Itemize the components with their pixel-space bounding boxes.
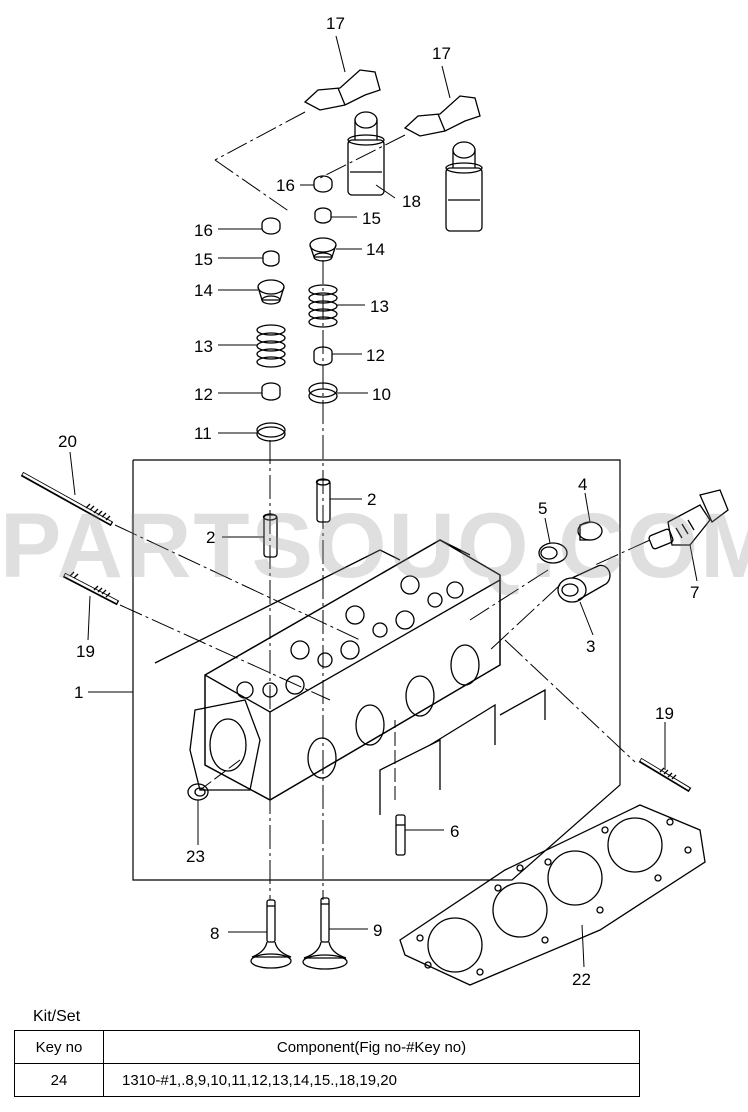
callout-17a: 17 [326,14,345,33]
callout-15b: 15 [362,209,381,228]
callout-13a: 13 [194,337,213,356]
kit-table: Key no Component(Fig no-#Key no) 24 1310… [14,1030,640,1097]
callout-2a: 2 [206,528,215,547]
callout-14a: 14 [194,281,213,300]
valve-stack-left [256,217,286,558]
callout-4: 4 [578,475,587,494]
plug-4 [577,521,603,541]
kit-table-header: Key no Component(Fig no-#Key no) [14,1030,640,1064]
callout-14b: 14 [366,240,385,259]
callout-9: 9 [373,921,382,940]
part-3 [557,564,611,603]
callout-20: 20 [58,432,77,451]
cell-component: 1310-#1,.8,9,10,11,12,13,14,15.,18,19,20 [103,1063,640,1097]
callout-leaders [69,35,698,968]
head-frame [132,459,621,881]
callout-19b: 19 [655,704,674,723]
lifter-18b [445,141,483,232]
dowel-6 [395,814,406,856]
callout-10: 10 [372,385,391,404]
callout-7: 7 [690,583,699,602]
valve-stack-right [308,175,338,523]
callout-23: 23 [186,847,205,866]
callout-17b: 17 [432,44,451,63]
kit-title: Kit/Set [33,1008,81,1025]
callout-1: 1 [74,683,83,702]
callout-12a: 12 [194,385,213,404]
cylinder-head [154,539,546,815]
valve-8 [250,899,292,969]
callout-5: 5 [538,499,547,518]
head-gasket-22 [399,804,706,986]
stud-19a [62,571,120,606]
callout-2b: 2 [367,490,376,509]
sensor-7 [648,489,729,550]
callout-8: 8 [210,924,219,943]
callout-3: 3 [586,637,595,656]
callout-16b: 16 [194,221,213,240]
callout-labels: 17 17 16 16 18 15 15 14 14 13 13 12 12 1… [58,14,699,989]
stud-20 [20,471,114,527]
callout-12b: 12 [366,346,385,365]
cell-key-no: 24 [14,1063,104,1097]
exploded-parts-diagram: 17 17 16 16 18 15 15 14 14 13 13 12 12 1… [20,14,729,989]
stud-19b [638,757,692,793]
callout-19a: 19 [76,642,95,661]
header-component: Component(Fig no-#Key no) [103,1030,640,1064]
callout-18: 18 [402,192,421,211]
valve-9 [302,897,348,970]
seal-5 [538,542,568,564]
leader-lines [114,111,651,900]
callout-6: 6 [450,822,459,841]
rocker-arm-17b [403,95,481,137]
plug-23 [187,783,209,801]
rocker-arm-17a [303,69,381,111]
callout-13b: 13 [370,297,389,316]
callout-16a: 16 [276,176,295,195]
table-row: 24 1310-#1,.8,9,10,11,12,13,14,15.,18,19… [14,1063,640,1097]
callout-11: 11 [194,424,212,443]
lifter-18a [347,111,385,196]
header-key-no: Key no [14,1030,104,1064]
callout-15a: 15 [194,250,213,269]
callout-22: 22 [572,970,591,989]
